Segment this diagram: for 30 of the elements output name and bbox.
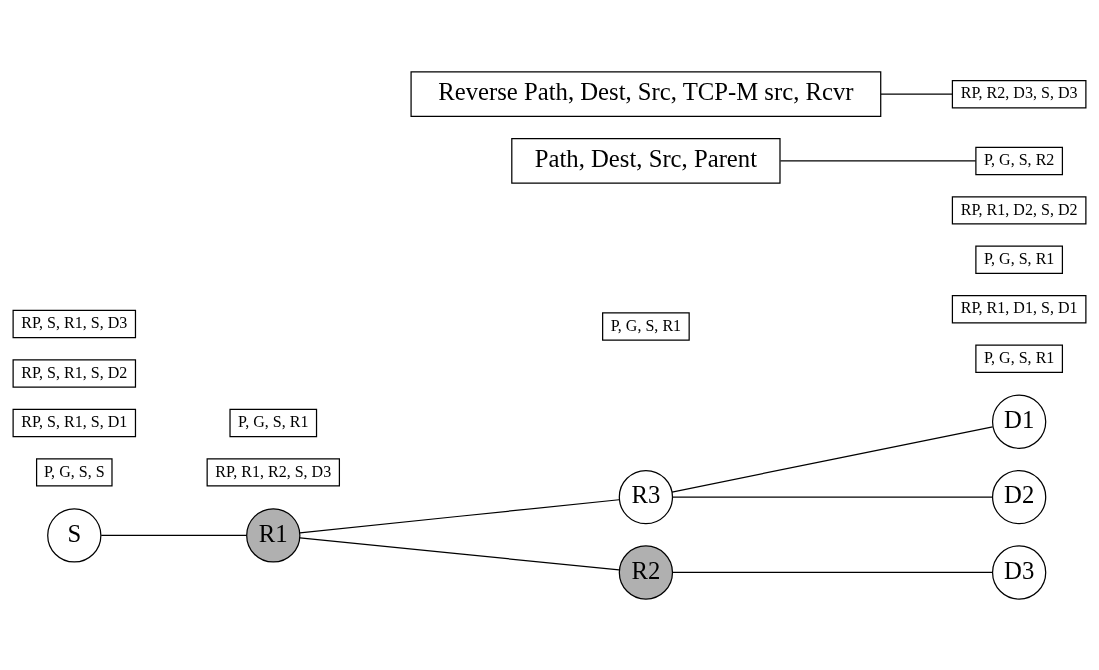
node-box: P, G, S, R1 bbox=[975, 343, 1063, 373]
node-box: RP, S, R1, S, D1 bbox=[12, 408, 137, 437]
node-box: RP, R1, R2, S, D3 bbox=[206, 457, 340, 487]
node-box: P, G, S, R1 bbox=[229, 408, 318, 437]
node-box: P, G, S, R1 bbox=[975, 245, 1063, 274]
node-box: RP, R1, D1, S, D1 bbox=[951, 294, 1087, 323]
node-box: P, G, S, S bbox=[36, 457, 113, 487]
connector bbox=[299, 536, 620, 571]
node-box: RP, S, R1, S, D3 bbox=[12, 309, 137, 338]
node-box: Path, Dest, Src, Parent bbox=[511, 137, 781, 184]
node-box: Reverse Path, Dest, Src, TCP-M src, Rcvr bbox=[410, 70, 882, 117]
node-circle: D2 bbox=[991, 469, 1047, 524]
node-box: RP, S, R1, S, D2 bbox=[12, 358, 137, 388]
connector bbox=[779, 159, 977, 162]
connector bbox=[671, 425, 994, 493]
node-box: RP, R2, D3, S, D3 bbox=[951, 79, 1087, 108]
connector bbox=[672, 495, 993, 498]
node-circle: S bbox=[47, 507, 102, 563]
node-box: P, G, S, R1 bbox=[602, 311, 690, 341]
connector bbox=[100, 534, 248, 536]
node-circle: R3 bbox=[618, 469, 674, 524]
node-circle: D1 bbox=[991, 394, 1047, 449]
node-circle: R1 bbox=[246, 507, 301, 563]
node-box: RP, R1, D2, S, D2 bbox=[951, 195, 1087, 225]
connector bbox=[299, 498, 620, 533]
node-box: P, G, S, R2 bbox=[975, 146, 1063, 175]
node-circle: D3 bbox=[991, 544, 1047, 600]
node-circle: R2 bbox=[618, 544, 674, 600]
connector bbox=[672, 571, 993, 573]
connector bbox=[880, 93, 953, 95]
